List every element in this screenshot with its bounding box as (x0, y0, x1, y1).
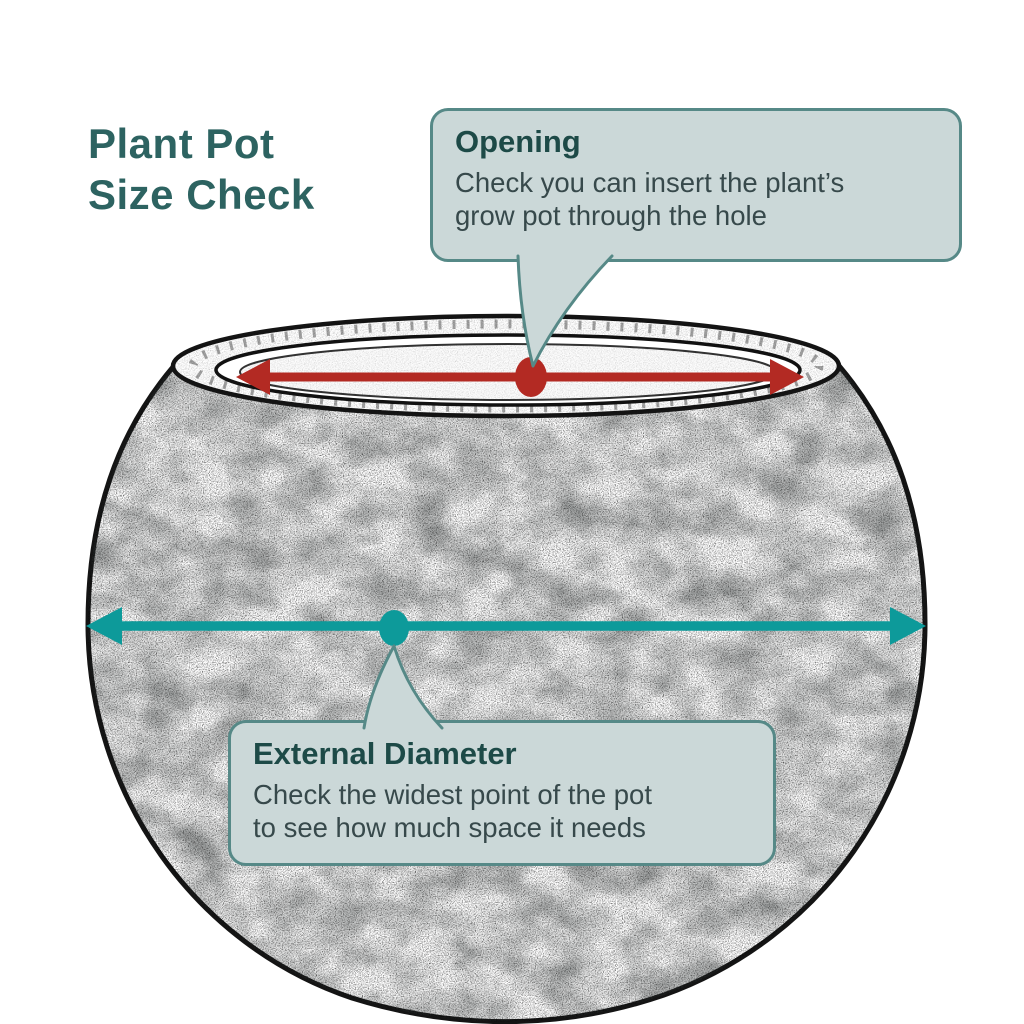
pot-opening-texture (240, 344, 776, 400)
diameter-arrowhead-right (890, 607, 926, 645)
external-diameter-arrow (86, 607, 926, 646)
opening-callout-body-line2: grow pot through the hole (455, 199, 767, 231)
external-diameter-callout-body-line2: to see how much space it needs (253, 811, 646, 843)
external-diameter-callout-heading: External Diameter (253, 736, 517, 771)
opening-callout-heading: Opening (455, 124, 581, 159)
opening-arrowhead-right (770, 359, 804, 395)
diameter-arrowhead-left (86, 607, 122, 645)
pot-rim-hatch-ring (188, 319, 824, 413)
diameter-midpoint-dot (379, 610, 409, 646)
pot-body-texture-stipple (88, 367, 925, 1022)
page-title-line2: Size Check (88, 171, 315, 219)
opening-callout-body-line1: Check you can insert the plant’s (455, 166, 845, 198)
opening-callout: Opening Check you can insert the plant’s… (430, 108, 962, 262)
external-diameter-callout: External Diameter Check the widest point… (228, 720, 776, 866)
page-title-line1: Plant Pot (88, 120, 275, 167)
opening-midpoint-dot (515, 357, 547, 397)
page-title: Plant Pot Size Check (88, 118, 315, 220)
opening-arrowhead-left (236, 359, 270, 395)
external-diameter-callout-body-line1: Check the widest point of the pot (253, 778, 652, 810)
